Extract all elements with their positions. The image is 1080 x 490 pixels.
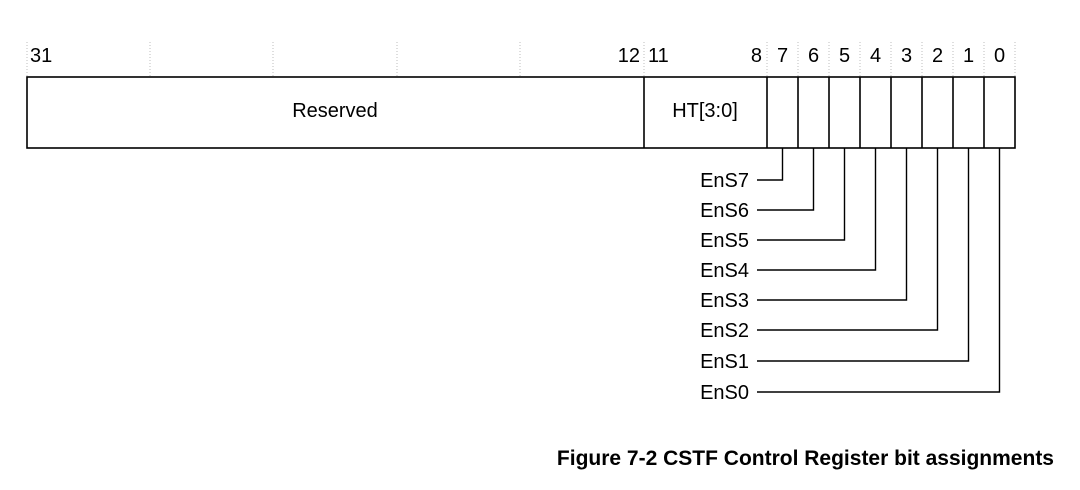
bit-number-6: 6	[808, 45, 819, 67]
bit-numbers: 31 12 11 8 7 6 5 4 3 2 1 0	[30, 45, 1005, 67]
field-ht: HT[3:0]	[672, 100, 738, 122]
callout-ens6: EnS6	[700, 200, 749, 222]
leader-ens4	[757, 148, 877, 271]
leader-ens0	[757, 148, 1001, 393]
callout-leaders	[757, 148, 1001, 393]
leader-ens5	[757, 148, 846, 241]
figure-caption: Figure 7-2 CSTF Control Register bit ass…	[557, 447, 1054, 470]
callout-ens3: EnS3	[700, 290, 749, 312]
bit-number-3: 3	[901, 45, 912, 67]
leader-ens7	[757, 148, 784, 181]
bit-number-11: 11	[648, 45, 669, 67]
leader-ens3	[757, 148, 908, 301]
bit-number-7: 7	[777, 45, 788, 67]
leader-ens1	[757, 148, 970, 362]
dotted-guides	[26, 42, 1016, 77]
leader-ens2	[757, 148, 939, 331]
callout-ens2: EnS2	[700, 320, 749, 342]
register-outline	[26, 76, 1016, 149]
bit-number-1: 1	[963, 45, 974, 67]
bit-number-4: 4	[870, 45, 881, 67]
bit-number-0: 0	[994, 45, 1005, 67]
bit-number-2: 2	[932, 45, 943, 67]
field-reserved: Reserved	[292, 100, 378, 122]
leader-ens6	[757, 148, 815, 211]
callout-ens0: EnS0	[700, 382, 749, 404]
bit-number-8: 8	[751, 45, 762, 67]
callout-ens7: EnS7	[700, 170, 749, 192]
callout-ens5: EnS5	[700, 230, 749, 252]
callout-labels: EnS7 EnS6 EnS5 EnS4 EnS3 EnS2 EnS1 EnS0	[700, 170, 749, 404]
field-labels: Reserved HT[3:0]	[292, 100, 738, 122]
bit-number-31: 31	[30, 45, 52, 67]
callout-ens4: EnS4	[700, 260, 749, 282]
bit-number-12: 12	[618, 45, 640, 67]
register-body	[26, 76, 1016, 149]
callout-ens1: EnS1	[700, 351, 749, 373]
bit-number-5: 5	[839, 45, 850, 67]
